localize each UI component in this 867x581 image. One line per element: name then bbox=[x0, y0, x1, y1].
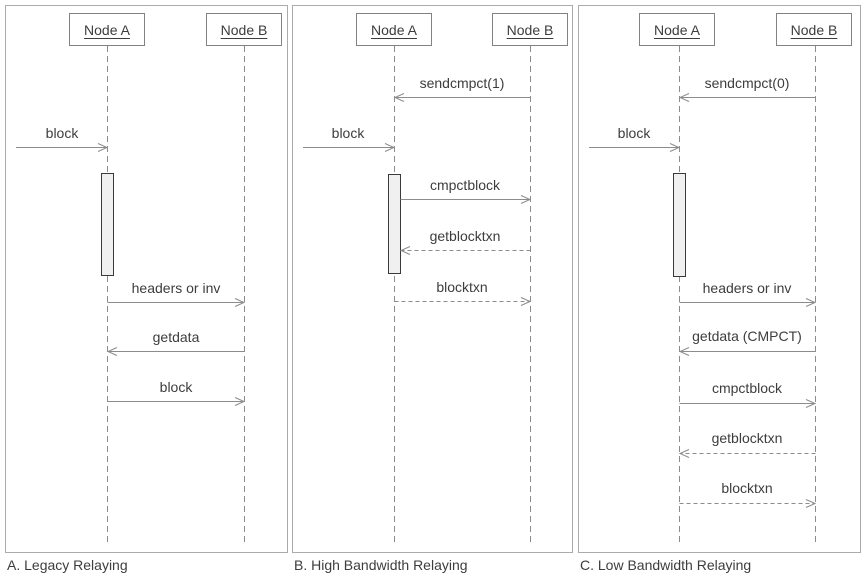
panel-legacy-relaying: Node A Node B block headers or inv getda… bbox=[5, 5, 288, 553]
node-a-label: Node A bbox=[84, 21, 130, 38]
node-a-box: Node A bbox=[639, 13, 715, 46]
incoming-block-label: block bbox=[45, 125, 79, 141]
node-b-box: Node B bbox=[492, 13, 568, 46]
message-label-headers-or-inv: headers or inv bbox=[131, 280, 221, 296]
message-label-blocktxn: blocktxn bbox=[436, 279, 488, 295]
node-a-label: Node A bbox=[654, 21, 700, 38]
message-arrow-cmpctblock bbox=[679, 399, 817, 408]
message-arrow-blocktxn bbox=[679, 499, 817, 508]
message-label-getdata-cmpct: getdata (CMPCT) bbox=[692, 328, 802, 344]
caption-low-bandwidth-relaying: C. Low Bandwidth Relaying bbox=[580, 557, 752, 573]
activation-bar-node-a bbox=[673, 173, 686, 277]
message-arrow-getblocktxn bbox=[399, 246, 531, 255]
activation-bar-node-a bbox=[388, 174, 401, 274]
message-label-getblocktxn: getblocktxn bbox=[711, 430, 783, 446]
message-label-blocktxn: blocktxn bbox=[721, 480, 773, 496]
message-arrow-sendcmpct1 bbox=[393, 93, 531, 102]
node-a-box: Node A bbox=[356, 13, 432, 46]
panel-low-bandwidth-relaying: Node A Node B sendcmpct(0) block headers… bbox=[578, 5, 861, 553]
caption-high-bandwidth-relaying: B. High Bandwidth Relaying bbox=[294, 557, 468, 573]
node-b-label: Node B bbox=[506, 21, 554, 38]
message-label-getblocktxn: getblocktxn bbox=[429, 228, 501, 244]
incoming-block-arrow bbox=[303, 143, 396, 152]
message-arrow-sendcmpct0 bbox=[678, 93, 816, 102]
node-a-label: Node A bbox=[371, 21, 417, 38]
node-b-box: Node B bbox=[776, 13, 852, 46]
panel-high-bandwidth-relaying: Node A Node B sendcmpct(1) block cmpctbl… bbox=[292, 5, 573, 553]
incoming-block-arrow bbox=[16, 143, 109, 152]
node-b-label: Node B bbox=[220, 21, 268, 38]
message-arrow-cmpctblock bbox=[400, 195, 532, 204]
message-arrow-block bbox=[107, 397, 246, 406]
node-b-label: Node B bbox=[790, 21, 838, 38]
message-arrow-getdata bbox=[106, 347, 245, 356]
message-arrow-getdata-cmpct bbox=[678, 347, 816, 356]
incoming-block-arrow bbox=[589, 143, 681, 152]
activation-bar-node-a bbox=[101, 173, 114, 276]
message-label-headers-or-inv: headers or inv bbox=[702, 280, 792, 296]
panel-legacy-drawing bbox=[16, 46, 246, 543]
message-label-getdata: getdata bbox=[152, 329, 200, 345]
message-arrow-getblocktxn bbox=[678, 449, 816, 458]
panel-high-bandwidth-drawing bbox=[303, 46, 532, 543]
message-label-cmpctblock: cmpctblock bbox=[429, 177, 501, 193]
node-a-box: Node A bbox=[69, 13, 145, 46]
incoming-block-label: block bbox=[331, 125, 365, 141]
incoming-block-label: block bbox=[617, 125, 651, 141]
message-arrow-headers-or-inv bbox=[679, 298, 817, 307]
message-label-block: block bbox=[159, 379, 193, 395]
node-b-box: Node B bbox=[206, 13, 282, 46]
panel-low-bandwidth-drawing bbox=[589, 46, 817, 543]
message-arrow-headers-or-inv bbox=[107, 298, 246, 307]
message-label-sendcmpct0: sendcmpct(0) bbox=[704, 75, 790, 91]
message-arrow-blocktxn bbox=[394, 297, 532, 306]
message-label-sendcmpct1: sendcmpct(1) bbox=[419, 75, 505, 91]
caption-legacy-relaying: A. Legacy Relaying bbox=[7, 557, 128, 573]
message-label-cmpctblock: cmpctblock bbox=[711, 380, 783, 396]
